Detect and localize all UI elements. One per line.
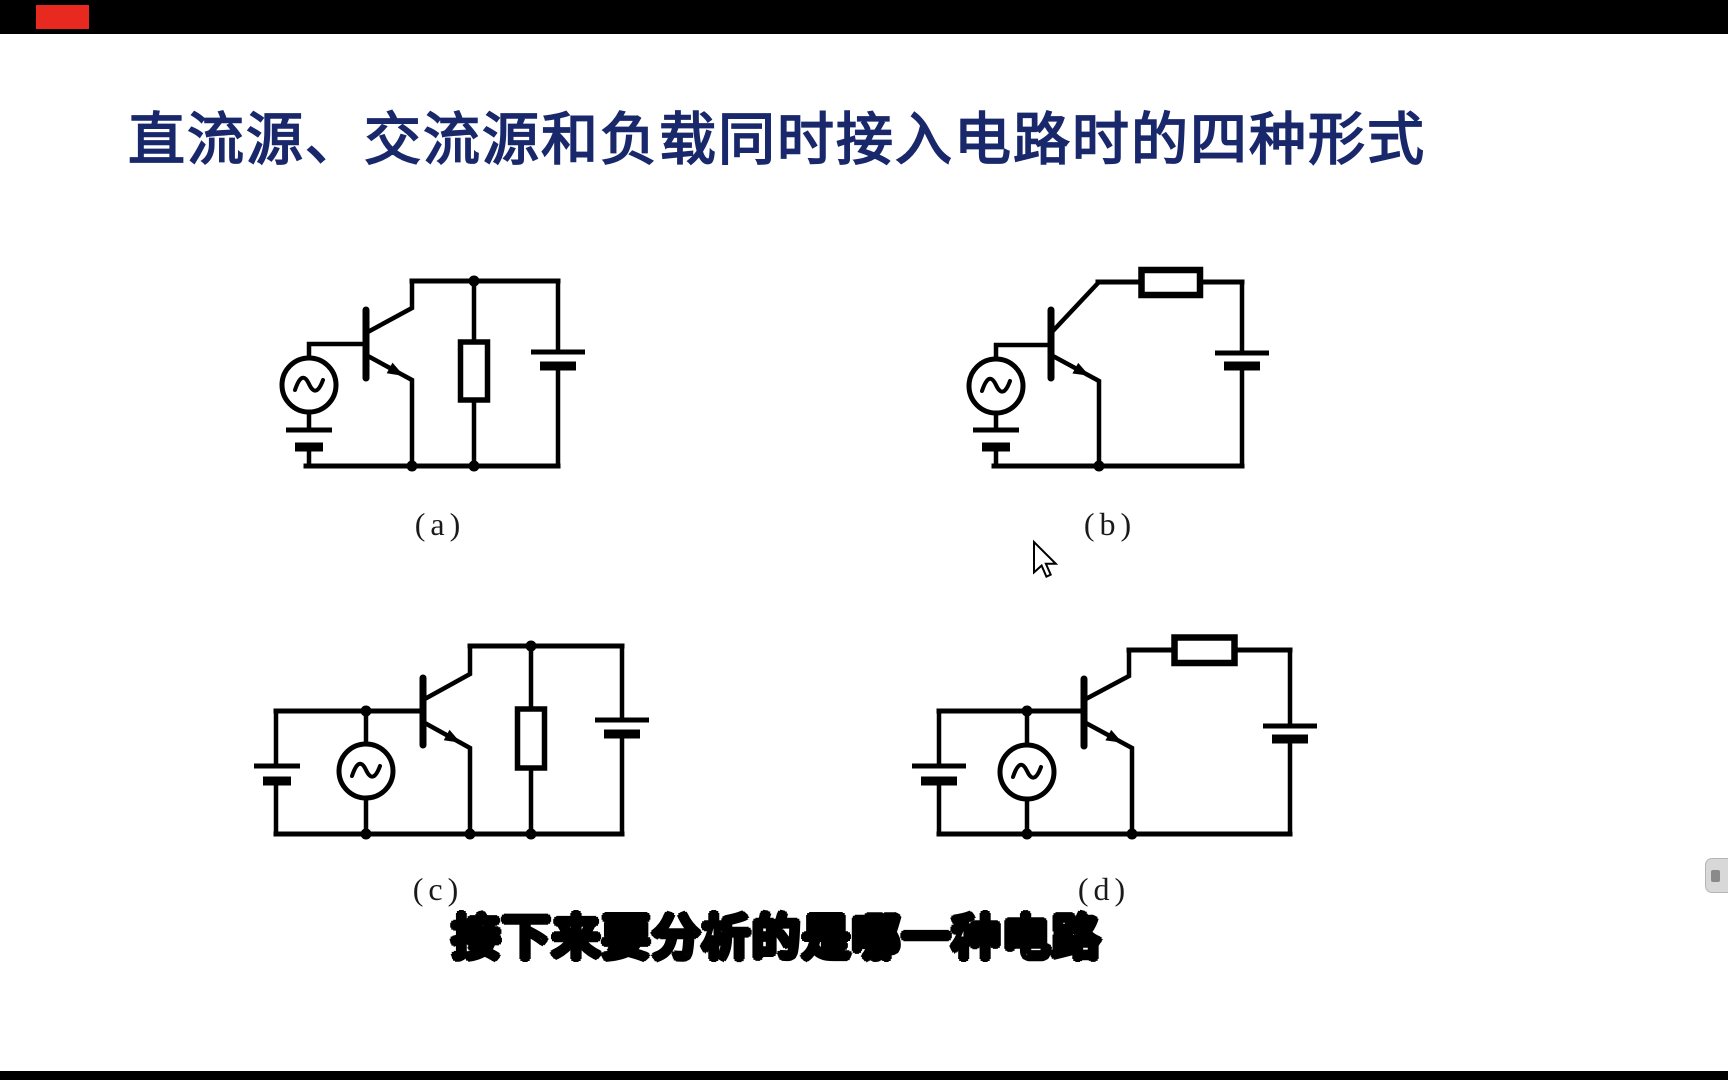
circuit-d (912, 634, 1317, 840)
load-resistor-vertical (457, 278, 491, 469)
dc-bias-battery-icon (286, 427, 332, 469)
circuit-a (279, 275, 585, 472)
junction-dot (360, 705, 372, 717)
ac-source-icon (966, 342, 1054, 433)
load-resistor-horizontal (1095, 266, 1245, 299)
junction-dot (468, 460, 480, 472)
npn-transistor-icon (419, 643, 473, 837)
top-letterbox-bar (0, 0, 1728, 34)
ac-source-icon (997, 708, 1057, 837)
bottom-letterbox-bar (0, 1071, 1728, 1080)
junction-dot (525, 828, 537, 840)
circuit-label-b: (b) (1083, 506, 1137, 542)
junction-dot (406, 460, 418, 472)
dc-supply-battery-icon (531, 278, 585, 469)
junction-dot (1126, 828, 1138, 840)
side-tab-icon (1711, 870, 1720, 882)
junction-dot (464, 828, 476, 840)
side-tab[interactable] (1705, 858, 1728, 893)
ac-source-icon (279, 341, 369, 433)
dc-bias-battery-icon (912, 708, 966, 837)
junction-dot (1021, 828, 1033, 840)
junction-dot (1093, 460, 1105, 472)
dc-bias-battery-icon (254, 708, 300, 837)
junction-dot (468, 275, 480, 287)
circuit-b (966, 266, 1269, 472)
load-resistor-vertical (514, 643, 548, 837)
junction-dot (1021, 705, 1033, 717)
dc-supply-battery-icon (595, 643, 649, 837)
junction-dot (525, 640, 537, 652)
recording-indicator-icon (36, 5, 89, 29)
load-resistor-horizontal (1126, 634, 1293, 667)
ac-source-icon (336, 708, 396, 837)
slide-title: 直流源、交流源和负载同时接入电路时的四种形式 (128, 109, 1426, 172)
mouse-cursor-icon (1033, 539, 1059, 578)
dc-supply-battery-icon (1215, 279, 1269, 469)
circuit-label-c: (c) (412, 871, 464, 907)
npn-transistor-icon (1080, 647, 1135, 837)
dc-supply-battery-icon (1263, 647, 1317, 837)
circuit-label-d: (d) (1077, 871, 1131, 907)
subtitle-caption: 接下来要分析的是哪一种电路 (451, 911, 1103, 967)
npn-transistor-icon (362, 278, 415, 469)
junction-dot (360, 828, 372, 840)
circuit-c (254, 640, 649, 840)
dc-bias-battery-icon (973, 427, 1019, 469)
circuit-label-a: (a) (414, 506, 466, 542)
npn-transistor-icon (1047, 279, 1102, 469)
